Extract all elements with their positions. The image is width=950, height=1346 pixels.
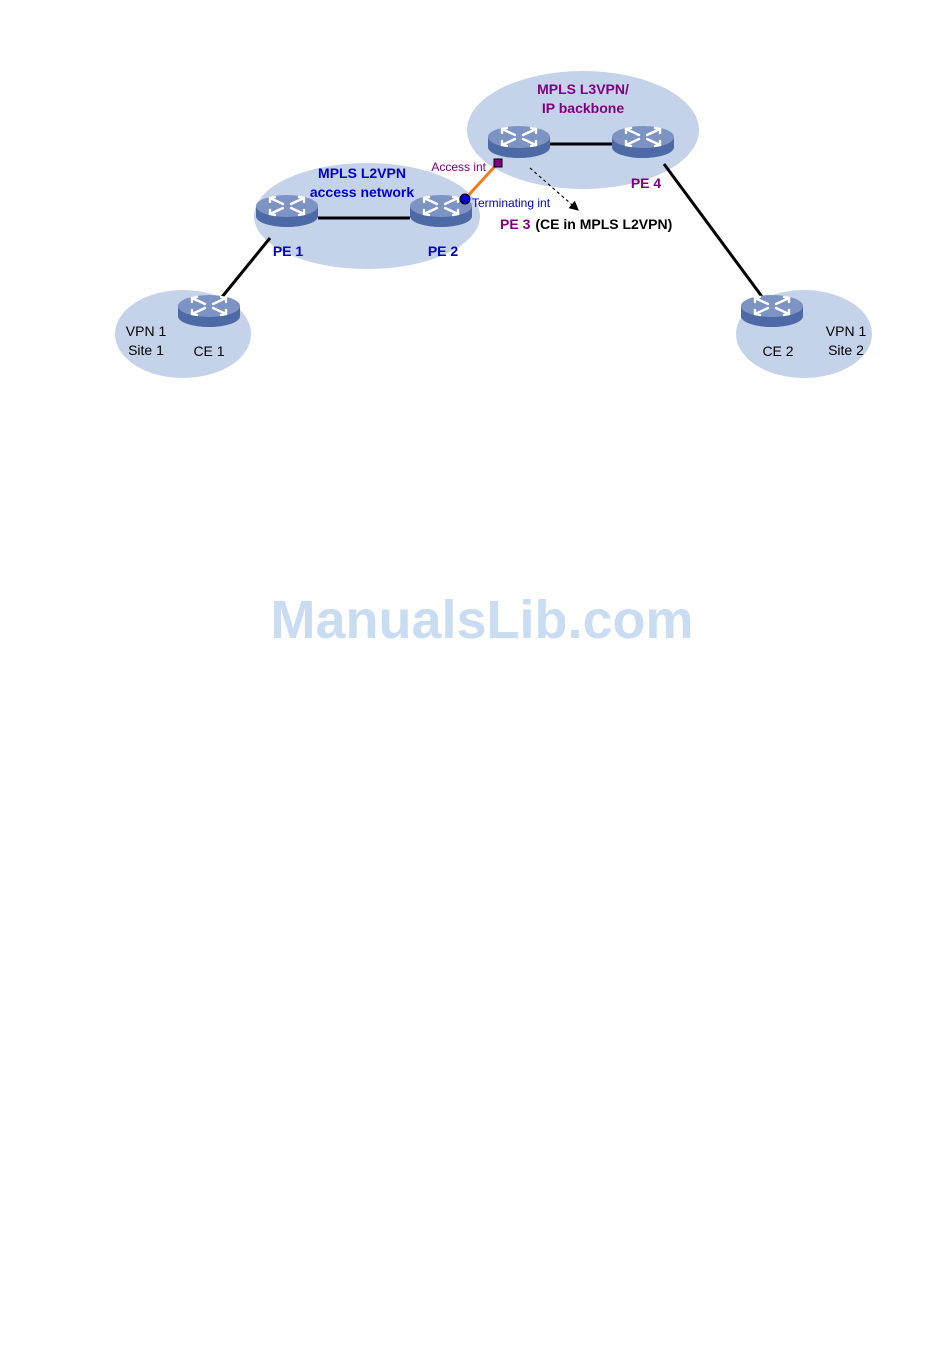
ce2-label: CE 2 <box>762 343 793 359</box>
l2vpn-title-line2: access network <box>310 184 414 200</box>
l3vpn-title-line2: IP backbone <box>542 100 624 116</box>
site1-site-label: Site 1 <box>128 342 164 358</box>
access-int-label: Access int <box>431 160 486 174</box>
terminating-int-marker <box>460 194 470 204</box>
site2-vpn-label: VPN 1 <box>826 323 867 339</box>
router-icon-pe4 <box>612 126 674 158</box>
link-pe4-ce2 <box>664 164 763 298</box>
l2vpn-title-line1: MPLS L2VPN <box>318 165 406 181</box>
site2-site-label: Site 2 <box>828 342 864 358</box>
watermark-text: ManualsLib.com <box>270 590 693 650</box>
pe3-note: (CE in MPLS L2VPN) <box>535 216 672 232</box>
pe1-label: PE 1 <box>273 243 304 259</box>
pe3-name: PE 3 <box>500 216 531 232</box>
ce1-label: CE 1 <box>193 343 224 359</box>
router-icon-ce1 <box>178 295 240 327</box>
link-ce1-pe1 <box>222 238 270 297</box>
l3vpn-title-line1: MPLS L3VPN/ <box>537 81 629 97</box>
site1-vpn-label: VPN 1 <box>126 323 167 339</box>
terminating-int-label: Terminating int <box>472 196 551 210</box>
router-icon-pe3 <box>488 126 550 158</box>
router-icon-pe1 <box>256 195 318 227</box>
pe4-label: PE 4 <box>631 175 662 191</box>
router-icon-ce2 <box>741 295 803 327</box>
pe2-label: PE 2 <box>428 243 459 259</box>
access-int-marker <box>494 159 502 167</box>
pe3-label: PE 3(CE in MPLS L2VPN) <box>500 216 672 232</box>
